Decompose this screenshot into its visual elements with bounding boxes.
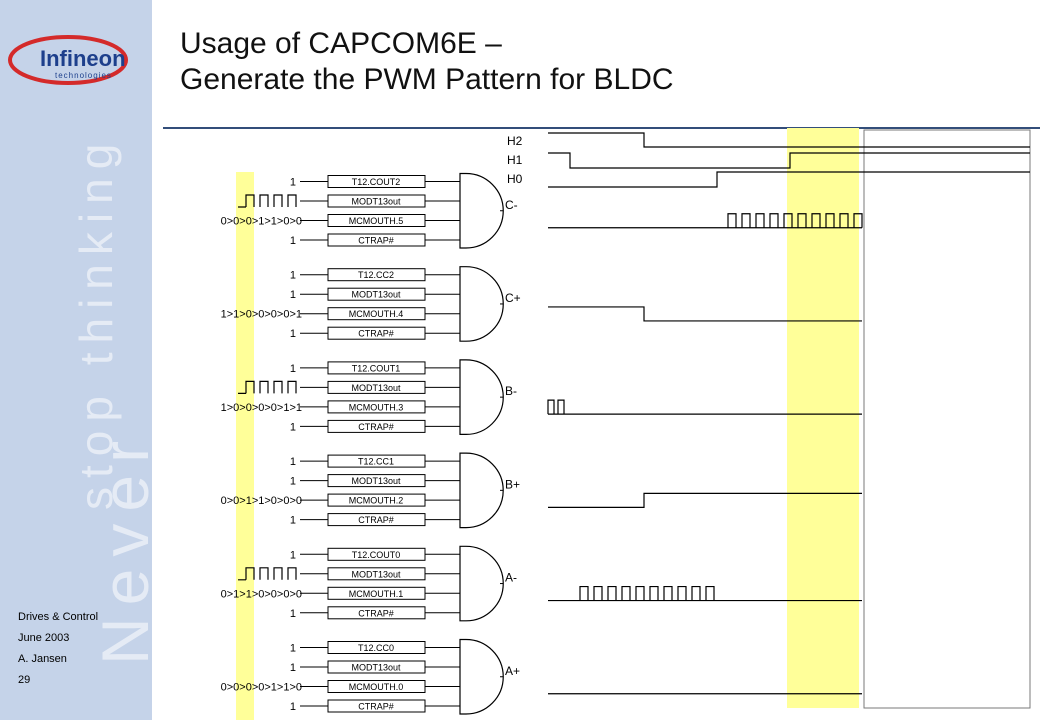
level-ctrap: 1 bbox=[290, 608, 296, 620]
level-modt13: 1 bbox=[290, 662, 296, 674]
input-label: MODT13out bbox=[351, 197, 401, 207]
pwm-wave bbox=[238, 380, 297, 394]
input-label: T12.CC1 bbox=[358, 457, 394, 467]
hall-label-h0: H0 bbox=[507, 172, 523, 186]
sidebar: Never stop thinking Infineon technologie… bbox=[0, 0, 152, 720]
output-label-c-minus: C- bbox=[505, 198, 518, 212]
output-trace-b-minusplus bbox=[548, 492, 862, 508]
input-label: MODT13out bbox=[351, 383, 401, 393]
footer-dept: Drives & Control bbox=[18, 611, 99, 623]
and-gate bbox=[459, 266, 504, 342]
hall-trace-h1 bbox=[548, 152, 1030, 169]
input-label: CTRAP# bbox=[358, 515, 394, 525]
output-trace-c-minusplus bbox=[548, 306, 862, 322]
and-gate bbox=[459, 545, 504, 622]
level-mcmouth: 0>0>0>0>1>1>0 bbox=[221, 682, 302, 694]
footer: Drives & Control June 2003 A. Jansen 29 bbox=[18, 607, 98, 691]
output-label-b-minus: B- bbox=[505, 384, 517, 398]
blank-panel bbox=[863, 129, 1031, 709]
title-rule bbox=[163, 127, 1040, 129]
output-label-a-minusplus: A+ bbox=[505, 664, 520, 678]
tagline-watermark: Never stop thinking bbox=[70, 135, 152, 665]
and-gate bbox=[459, 452, 504, 529]
tagline-small: stop thinking bbox=[70, 135, 122, 510]
input-label: CTRAP# bbox=[358, 422, 394, 432]
title-line-1: Usage of CAPCOM6E – bbox=[180, 27, 502, 60]
output-label-c-minusplus: C+ bbox=[505, 291, 521, 305]
hall-trace-h2 bbox=[548, 132, 1030, 148]
title-line-2: Generate the PWM Pattern for BLDC bbox=[180, 63, 674, 96]
input-label: CTRAP# bbox=[358, 702, 394, 712]
infineon-logo: Infineon technologies bbox=[8, 35, 128, 85]
pwm-diagram: H2H1H0T12.COUT21MODT13outMCMOUTH.50>0>0>… bbox=[221, 128, 1031, 720]
level-cout: 1 bbox=[290, 177, 296, 189]
level-ctrap: 1 bbox=[290, 328, 296, 340]
pwm-wave bbox=[238, 194, 297, 208]
level-cout: 1 bbox=[290, 363, 296, 375]
input-label: MCMOUTH.4 bbox=[349, 309, 404, 319]
level-cout: 1 bbox=[290, 549, 296, 561]
output-label-b-minusplus: B+ bbox=[505, 477, 520, 491]
diagram-content: H2H1H0T12.COUT21MODT13outMCMOUTH.50>0>0>… bbox=[221, 132, 1030, 715]
input-label: CTRAP# bbox=[358, 329, 394, 339]
footer-page-number: 29 bbox=[18, 674, 31, 686]
input-label: CTRAP# bbox=[358, 608, 394, 618]
level-cout: 1 bbox=[290, 270, 296, 282]
level-mcmouth: 1>1>0>0>0>0>1 bbox=[221, 309, 302, 321]
level-cout: 1 bbox=[290, 456, 296, 468]
level-ctrap: 1 bbox=[290, 701, 296, 713]
input-label: MCMOUTH.3 bbox=[349, 402, 404, 412]
output-trace-b-minus bbox=[547, 399, 862, 415]
tagline-big: Never bbox=[88, 429, 152, 665]
level-cout: 1 bbox=[290, 643, 296, 655]
input-label: MODT13out bbox=[351, 290, 401, 300]
input-label: MCMOUTH.1 bbox=[349, 589, 404, 599]
and-gate bbox=[459, 359, 504, 435]
logo-subtext: technologies bbox=[55, 71, 112, 80]
and-gate bbox=[459, 172, 504, 249]
footer-author: A. Jansen bbox=[18, 653, 67, 665]
output-trace-a-minus bbox=[548, 585, 862, 602]
level-ctrap: 1 bbox=[290, 235, 296, 247]
level-mcmouth: 0>0>0>1>1>0>0 bbox=[221, 216, 302, 228]
output-trace-c-minus bbox=[548, 213, 863, 229]
hall-label-h1: H1 bbox=[507, 153, 523, 167]
level-modt13: 1 bbox=[290, 289, 296, 301]
level-mcmouth: 0>1>1>0>0>0>0 bbox=[221, 588, 302, 600]
highlight-column-left bbox=[236, 172, 254, 720]
input-label: MODT13out bbox=[351, 663, 401, 673]
input-label: MCMOUTH.5 bbox=[349, 216, 404, 226]
level-modt13: 1 bbox=[290, 476, 296, 488]
level-ctrap: 1 bbox=[290, 421, 296, 433]
and-gate bbox=[459, 638, 504, 715]
page-title: Usage of CAPCOM6E – Generate the PWM Pat… bbox=[180, 26, 674, 98]
input-label: T12.COUT1 bbox=[352, 363, 401, 373]
hall-label-h2: H2 bbox=[507, 134, 523, 148]
level-mcmouth: 0>0>1>1>0>0>0 bbox=[221, 495, 302, 507]
level-mcmouth: 1>0>0>0>0>1>1 bbox=[221, 402, 302, 414]
input-label: CTRAP# bbox=[358, 236, 394, 246]
input-label: MODT13out bbox=[351, 476, 401, 486]
input-label: T12.CC0 bbox=[358, 643, 394, 653]
logo-swoosh bbox=[8, 35, 128, 85]
footer-date: June 2003 bbox=[18, 632, 70, 644]
output-label-a-minus: A- bbox=[505, 571, 517, 585]
pwm-wave bbox=[238, 567, 297, 581]
highlight-column-right bbox=[787, 128, 859, 708]
hall-trace-h0 bbox=[548, 171, 1030, 188]
input-label: T12.COUT2 bbox=[352, 177, 401, 187]
level-ctrap: 1 bbox=[290, 515, 296, 527]
input-label: MCMOUTH.0 bbox=[349, 682, 404, 692]
input-label: T12.CC2 bbox=[358, 270, 394, 280]
input-label: T12.COUT0 bbox=[352, 550, 401, 560]
logo-text: Infineon bbox=[40, 46, 126, 71]
input-label: MCMOUTH.2 bbox=[349, 496, 404, 506]
input-label: MODT13out bbox=[351, 569, 401, 579]
